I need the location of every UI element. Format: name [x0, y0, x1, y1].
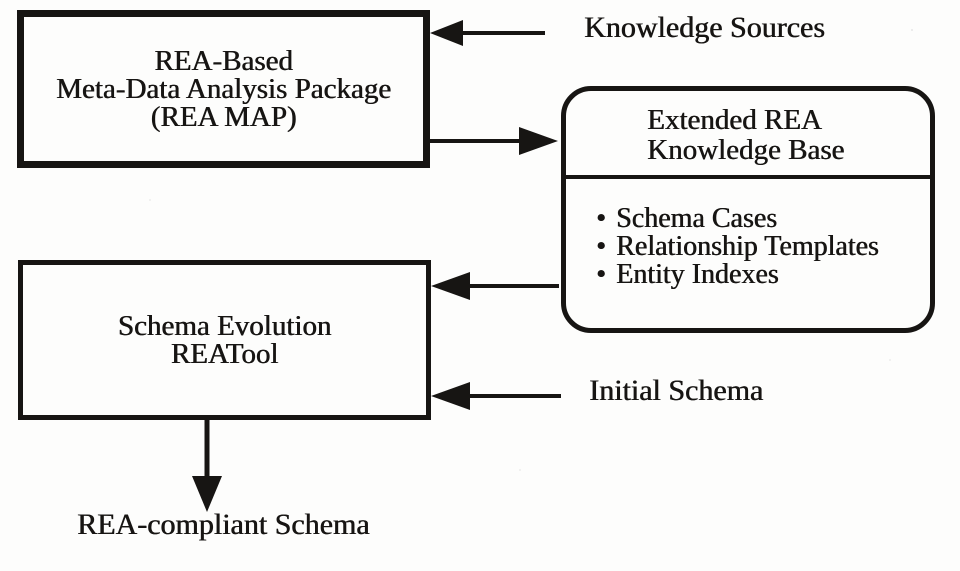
box-rea-map: REA-Based Meta-Data Analysis Package (RE… — [17, 10, 430, 168]
label-initial-schema: Initial Schema — [589, 374, 764, 407]
bullet-icon: • — [596, 259, 606, 290]
box-schema-evolution-rea-tool: Schema Evolution REATool — [18, 260, 431, 420]
box-rea-tool-line: Schema Evolution — [117, 310, 332, 342]
box-rea-map-line: (REA MAP) — [150, 101, 297, 133]
box-extended-rea-knowledge-base: Extended REA Knowledge Base • Schema Case… — [561, 86, 935, 333]
arrow-rea-map-to-knowledge-base — [428, 127, 558, 155]
arrow-rea-tool-to-compliant-schema — [192, 418, 222, 512]
bullet-icon: • — [596, 203, 606, 234]
box-rea-tool-title: Schema Evolution REATool — [117, 310, 332, 370]
arrow-initial-schema-to-rea-tool — [431, 382, 561, 410]
list-item: • Entity Indexes — [596, 261, 930, 289]
label-rea-compliant-schema: REA-compliant Schema — [77, 508, 370, 541]
knowledge-base-title: Extended REA Knowledge Base — [566, 91, 930, 179]
arrow-knowledge-sources-to-rea-map — [430, 20, 545, 46]
box-rea-map-title: REA-Based Meta-Data Analysis Package (RE… — [55, 45, 391, 133]
box-rea-map-line: Meta-Data Analysis Package — [55, 73, 391, 105]
list-item: • Schema Cases — [596, 205, 930, 233]
list-item-label: Relationship Templates — [616, 231, 879, 262]
bullet-icon: • — [596, 231, 606, 262]
box-rea-tool-line: REATool — [170, 338, 279, 370]
knowledge-base-item-list: • Schema Cases • Relationship Templates • E… — [566, 179, 930, 289]
list-item: • Relationship Templates — [596, 233, 930, 261]
arrow-knowledge-base-to-rea-tool — [431, 272, 559, 300]
box-rea-map-line: REA-Based — [154, 45, 293, 77]
list-item-label: Schema Cases — [616, 203, 777, 234]
label-knowledge-sources: Knowledge Sources — [584, 11, 825, 44]
knowledge-base-title-line: Knowledge Base — [647, 134, 845, 166]
list-item-label: Entity Indexes — [616, 259, 779, 290]
knowledge-base-title-line: Extended REA — [647, 104, 822, 136]
